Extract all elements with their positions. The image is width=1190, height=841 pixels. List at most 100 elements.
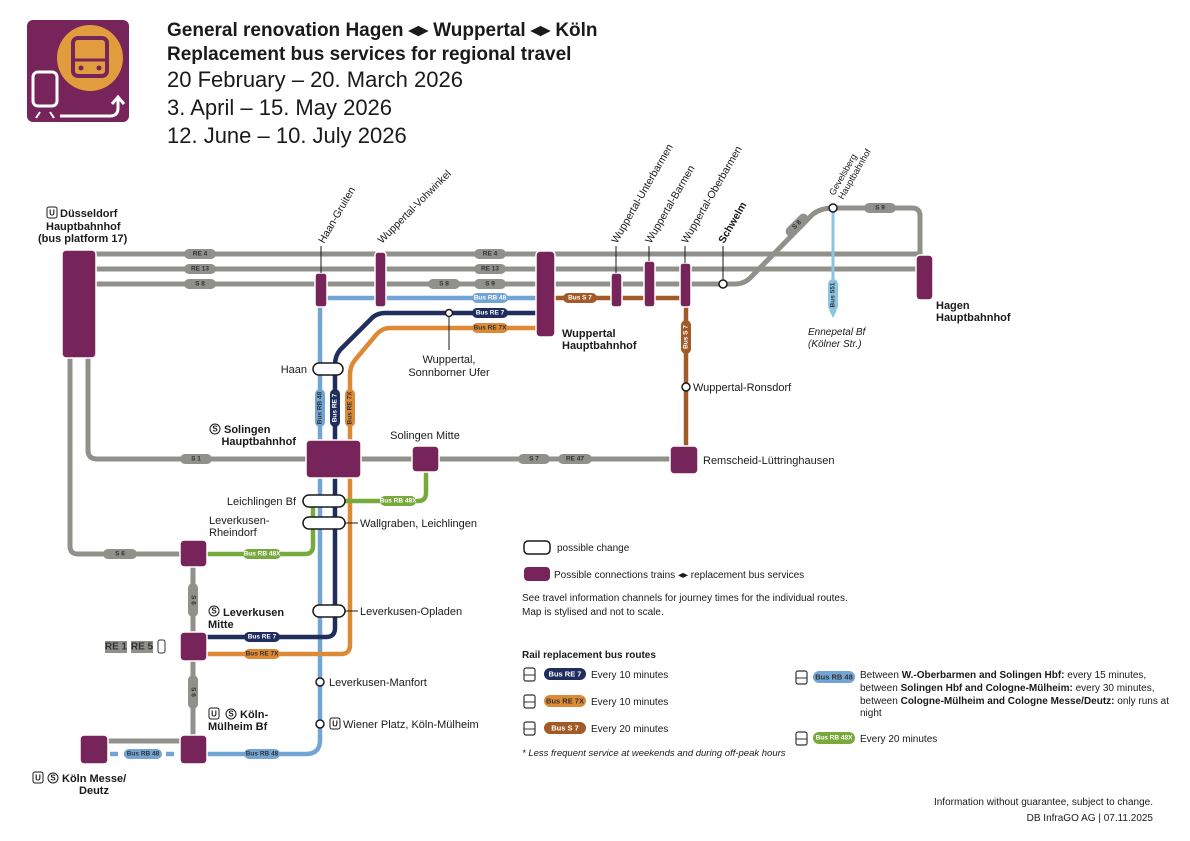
station-oberbarmen xyxy=(679,262,692,308)
legend-route-s7: Bus S 7 Every 20 minutes xyxy=(523,721,668,736)
legend-connections: Possible connections trains ◂▸ replaceme… xyxy=(554,570,804,581)
svg-text:S: S xyxy=(50,774,56,783)
svg-text:Bus RB 48: Bus RB 48 xyxy=(815,673,853,682)
label-remscheid: Remscheid-Lüttringhausen xyxy=(703,455,834,467)
label-haan-gruiten: Haan-Gruiten xyxy=(316,185,358,246)
svg-text:U: U xyxy=(332,720,338,729)
label-sonnborn-2: Sonnborner Ufer xyxy=(408,367,490,379)
svg-text:between Solingen Hbf and Colog: between Solingen Hbf and Cologne-Mülheim… xyxy=(860,683,1155,694)
station-barmen xyxy=(643,260,656,308)
bus-lines xyxy=(110,208,837,757)
svg-text:Mitte: Mitte xyxy=(208,619,234,631)
label-wiener-platz: U Wiener Platz, Köln-Mülheim xyxy=(329,717,479,731)
s-bahn-icon xyxy=(47,772,59,784)
change-opladen xyxy=(312,604,346,618)
label-rheindorf-2: Rheindorf xyxy=(209,527,258,539)
svg-text:Bus RE 7: Bus RE 7 xyxy=(476,310,505,317)
label-s6-vertical: S 6 xyxy=(188,675,198,709)
station-koeln-muelheim xyxy=(179,734,208,765)
label-rheindorf: Leverkusen- xyxy=(209,515,270,527)
label-s8: S 8 xyxy=(428,279,460,289)
title-line-1: General renovation Hagen ◂▸ Wuppertal ◂▸… xyxy=(167,20,598,41)
station-leverkusen-mitte xyxy=(179,631,208,662)
svg-text:Bus RB 48: Bus RB 48 xyxy=(474,295,507,302)
rail-lines xyxy=(67,205,923,753)
station-koeln-messe xyxy=(79,734,109,765)
label-hagen: Hagen xyxy=(936,300,970,312)
svg-text:Bus RB 48: Bus RB 48 xyxy=(127,751,160,758)
station-hagen-hbf xyxy=(915,254,934,301)
station-dusseldorf-hbf xyxy=(61,249,97,359)
label-bus-re7: Bus RE 7 xyxy=(244,632,280,642)
svg-text:S: S xyxy=(228,710,234,719)
svg-text:S 9: S 9 xyxy=(875,205,885,212)
bus-icon xyxy=(523,721,536,736)
label-manfort: Leverkusen-Manfort xyxy=(329,677,427,689)
label-re47: RE 47 xyxy=(558,454,592,464)
label-wuppertal-hbf-2: Hauptbahnhof xyxy=(562,340,637,352)
svg-text:Bus RE 7X: Bus RE 7X xyxy=(546,697,584,706)
legend-note-2: Map is stylised and not to scale. xyxy=(522,607,664,618)
label-dusseldorf-hbf: U Düsseldorf Hauptbahnhof (bus platform … xyxy=(38,206,128,245)
svg-text:Bus 551: Bus 551 xyxy=(830,282,837,307)
svg-text:Köln-: Köln- xyxy=(240,709,268,721)
label-unterbarmen: Wuppertal-Unterbarmen xyxy=(609,142,676,246)
change-haan xyxy=(312,362,344,376)
svg-text:Leverkusen: Leverkusen xyxy=(223,607,284,619)
svg-text:RE 13: RE 13 xyxy=(191,266,209,273)
label-haan: Haan xyxy=(281,364,307,376)
label-s8: S 8 xyxy=(184,279,216,289)
svg-text:Mülheim Bf: Mülheim Bf xyxy=(208,721,268,733)
bus-replacement-logo xyxy=(27,20,129,122)
label-leichlingen: Leichlingen Bf xyxy=(227,496,297,508)
label-ennepetal: Ennepetal Bf xyxy=(808,327,866,338)
svg-text:Bus RE 7: Bus RE 7 xyxy=(248,634,277,641)
label-ennepetal-2: (Kölner Str.) xyxy=(808,339,862,350)
label-bus-rb48: Bus RB 48 xyxy=(124,749,162,759)
svg-text:Bus S 7: Bus S 7 xyxy=(551,724,579,733)
label-re4: RE 4 xyxy=(184,249,216,259)
svg-text:U: U xyxy=(211,710,217,719)
bus-icon xyxy=(795,670,808,685)
svg-text:Bus RE 7X: Bus RE 7X xyxy=(246,651,280,658)
svg-text:Every 20 minutes: Every 20 minutes xyxy=(860,734,937,745)
change-leichlingen xyxy=(302,494,346,508)
legend: possible change Possible connections tra… xyxy=(522,540,1169,759)
svg-text:night: night xyxy=(860,708,882,719)
label-s6-vertical: S 6 xyxy=(188,583,198,617)
label-solingen-mitte: Solingen Mitte xyxy=(390,430,460,442)
svg-text:Between W.-Oberbarmen and Soli: Between W.-Oberbarmen and Solingen Hbf: … xyxy=(860,670,1146,681)
svg-text:RE 47: RE 47 xyxy=(566,456,584,463)
svg-text:S 6: S 6 xyxy=(190,687,197,697)
svg-text:U: U xyxy=(49,209,55,218)
svg-text:S 6: S 6 xyxy=(115,551,125,558)
label-wallgraben: Wallgraben, Leichlingen xyxy=(360,518,477,530)
date-range-2: 3. April – 15. May 2026 xyxy=(167,95,392,120)
label-s7: S 7 xyxy=(518,454,550,464)
bus-icon xyxy=(795,731,808,746)
label-bus-551-vertical: Bus 551 xyxy=(828,279,838,311)
label-s1: S 1 xyxy=(180,454,212,464)
bus-icon xyxy=(523,694,536,709)
station-haan-gruiten xyxy=(314,272,328,308)
label-wuppertal-hbf: Wuppertal xyxy=(562,328,616,340)
label-bus-rb48: Bus RB 48 xyxy=(244,749,280,759)
svg-text:between Cologne-Mülheim and Co: between Cologne-Mülheim and Cologne Mess… xyxy=(860,696,1169,707)
svg-text:Düsseldorf: Düsseldorf xyxy=(60,208,118,220)
svg-text:RE 5: RE 5 xyxy=(131,642,154,653)
label-re4: RE 4 xyxy=(474,249,506,259)
date-range-3: 12. June – 10. July 2026 xyxy=(167,123,407,148)
station-remscheid xyxy=(669,445,699,475)
label-solingen-hbf: S Solingen Hauptbahnhof xyxy=(209,423,296,448)
label-sonnborn: Wuppertal, xyxy=(423,354,476,366)
label-bus-re7x: Bus RE 7X xyxy=(472,323,508,333)
svg-text:RE 1: RE 1 xyxy=(105,642,128,653)
legend-footnote: * Less frequent service at weekends and … xyxy=(522,748,786,759)
station-solingen-hbf xyxy=(305,439,362,479)
stop-ronsdorf xyxy=(681,382,691,392)
stop-gevelsberg xyxy=(828,203,838,213)
bus-icon xyxy=(523,667,536,682)
label-bus-rb48x: Bus RB 48X xyxy=(380,496,417,506)
label-bus-re7x-vertical: Bus RE 7X xyxy=(345,389,355,427)
regional-express-badges: RE 1 RE 5 xyxy=(105,639,166,654)
